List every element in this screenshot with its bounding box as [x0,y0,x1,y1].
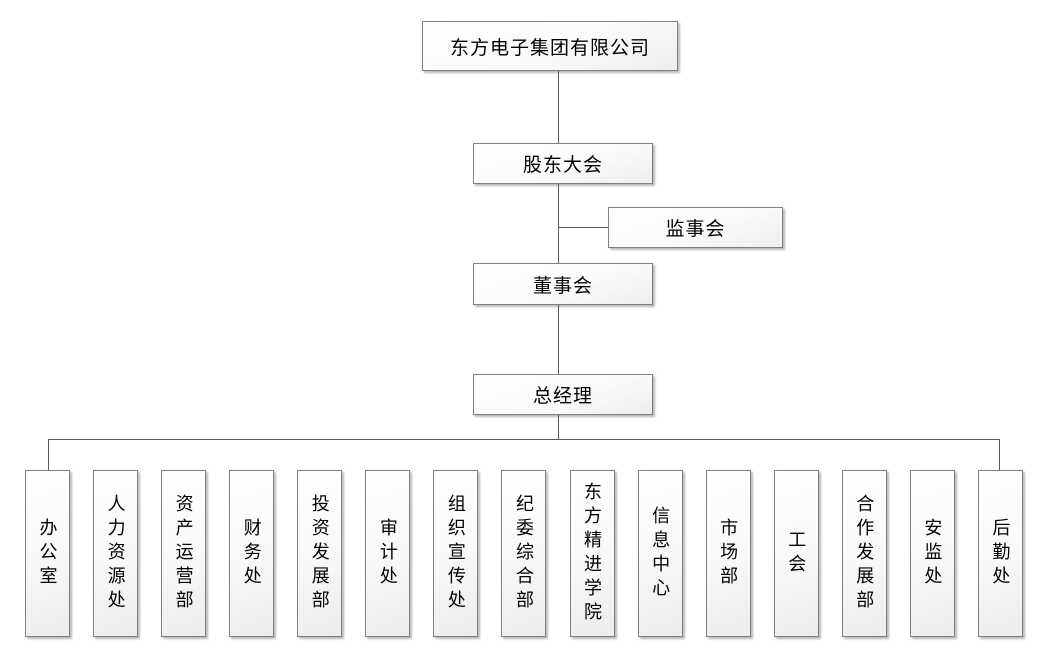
dept-office: 办公室 [25,470,70,637]
connector-shareholders-board [558,184,559,263]
dept-safety-supervision-label: 安监处 [922,517,943,590]
node-shareholders-meeting: 股东大会 [473,143,653,184]
dept-organization-publicity-label: 组织宣传处 [445,493,466,614]
dept-cooperation-development: 合作发展部 [841,470,887,637]
node-supervisory-board: 监事会 [608,207,783,248]
dept-human-resources: 人力资源处 [93,470,139,637]
dept-labor-union-label: 工会 [786,529,807,578]
node-board-of-directors: 董事会 [473,263,653,305]
dept-information-center-label: 信息中心 [650,505,671,602]
department-row: 办公室 人力资源处 资产运营部 财务处 投资发展部 审计处 组织宣传处 纪委综合… [25,470,1023,637]
connector-company-shareholders [558,71,559,143]
connector-board-general-manager [558,305,559,374]
node-company: 东方电子集团有限公司 [422,21,678,71]
dept-marketing: 市场部 [705,470,751,637]
dept-organization-publicity: 组织宣传处 [433,470,479,637]
dept-marketing-label: 市场部 [718,517,739,590]
dept-safety-supervision: 安监处 [909,470,955,637]
dept-human-resources-label: 人力资源处 [105,493,126,614]
dept-investment-development: 投资发展部 [297,470,343,637]
dept-asset-operations: 资产运营部 [161,470,207,637]
dept-jingjin-academy: 东方精进学院 [569,470,615,637]
connector-departments-bus [48,439,999,440]
dept-finance: 财务处 [229,470,275,637]
dept-discipline-inspection: 纪委综合部 [501,470,547,637]
node-general-manager: 总经理 [473,374,653,415]
dept-office-label: 办公室 [37,517,58,590]
connector-branch-supervisory [558,227,608,228]
dept-jingjin-academy-label: 东方精进学院 [582,481,602,626]
dept-logistics: 后勤处 [977,470,1023,637]
dept-information-center: 信息中心 [637,470,683,637]
dept-finance-label: 财务处 [241,517,262,590]
node-board-of-directors-label: 董事会 [532,275,593,297]
dept-asset-operations-label: 资产运营部 [173,493,194,614]
dept-audit: 审计处 [365,470,411,637]
dept-audit-label: 审计处 [377,517,398,590]
node-supervisory-board-label: 监事会 [665,219,726,240]
dept-discipline-inspection-label: 纪委综合部 [513,493,534,614]
connector-drop-right [999,439,1000,470]
node-general-manager-label: 总经理 [532,386,593,407]
dept-investment-development-label: 投资发展部 [309,493,330,614]
node-company-label: 东方电子集团有限公司 [449,37,650,59]
dept-labor-union: 工会 [773,470,819,637]
dept-cooperation-development-label: 合作发展部 [854,493,875,614]
dept-logistics-label: 后勤处 [990,517,1011,590]
node-shareholders-meeting-label: 股东大会 [522,155,603,176]
connector-general-manager-bus [558,415,559,439]
connector-drop-left [48,439,49,470]
